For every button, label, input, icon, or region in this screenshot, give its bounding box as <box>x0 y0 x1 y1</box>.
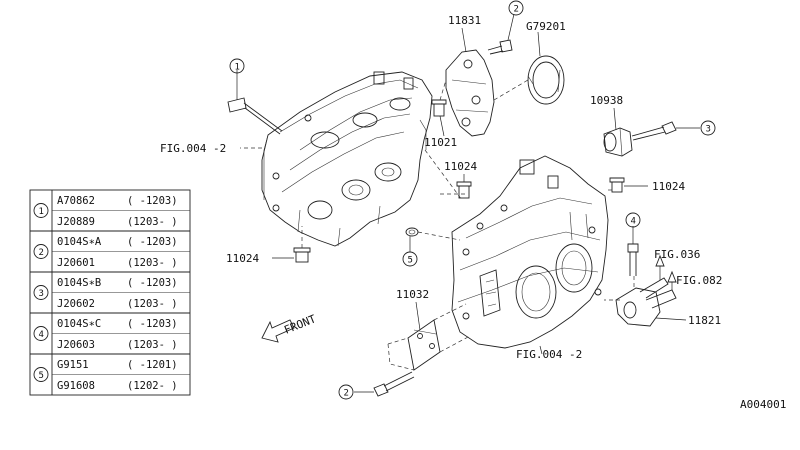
legend-callout-5 <box>33 367 49 382</box>
fitting-11821 <box>615 277 677 327</box>
crankcase-right-half <box>451 155 609 349</box>
plug-11024-right <box>609 177 625 193</box>
plug-11021 <box>431 99 447 117</box>
callout-1: 1 <box>229 58 245 74</box>
legend-a-range: ( -1203) <box>127 318 178 330</box>
label-fig036: FIG.036 <box>654 248 700 261</box>
oil-seal-G79201 <box>527 55 565 105</box>
svg-text:2: 2 <box>514 5 519 15</box>
legend-table: 1 A70862 ( -1203) J20889 (1203- ) 2 0104S∗A ( -… <box>29 189 191 396</box>
plate-11032 <box>407 319 441 371</box>
legend-b-range: (1203- ) <box>127 339 178 351</box>
legend-b-range: (1203- ) <box>127 216 178 228</box>
label-fig004-bottom: FIG.004 -2 <box>516 348 582 361</box>
gasket-5 <box>405 227 419 237</box>
legend-a-part: 0104S∗B <box>57 277 101 289</box>
legend-b-part: J20889 <box>57 216 95 228</box>
label-11021: 11021 <box>424 136 457 149</box>
bolt-1 <box>227 97 283 135</box>
front-arrow <box>261 319 295 343</box>
label-11024-mid: 11024 <box>444 160 477 173</box>
label-11024-right: 11024 <box>652 180 685 193</box>
legend-a-part: 0104S∗C <box>57 318 101 330</box>
bracket-11831 <box>445 49 495 137</box>
legend-a-range: ( -1203) <box>127 277 178 289</box>
svg-text:4: 4 <box>631 217 636 227</box>
callout-2-top: 2 <box>508 0 524 16</box>
label-diagram-id: A004001 <box>740 398 786 411</box>
label-10938: 10938 <box>590 94 623 107</box>
legend-callout-2 <box>33 244 49 259</box>
callout-2-bottom: 2 <box>338 384 354 400</box>
legend-b-range: (1203- ) <box>127 257 178 269</box>
legend-number: 5 <box>39 371 44 381</box>
crankcase-left-half <box>261 71 433 247</box>
callout-3: 3 <box>700 120 716 136</box>
legend-b-part: J20602 <box>57 298 95 310</box>
label-fig004-top: FIG.004 -2 <box>160 142 226 155</box>
legend-b-part: J20601 <box>57 257 95 269</box>
legend-a-range: ( -1203) <box>127 195 178 207</box>
plug-10938 <box>603 127 633 157</box>
legend-callout-4 <box>33 326 49 341</box>
svg-text:2: 2 <box>344 389 349 399</box>
bolt-3 <box>631 121 677 141</box>
label-11032: 11032 <box>396 288 429 301</box>
legend-a-part: 0104S∗A <box>57 236 102 248</box>
legend-number: 2 <box>39 248 44 258</box>
callout-4: 4 <box>625 212 641 228</box>
label-fig082: FIG.082 <box>676 274 722 287</box>
legend-a-range: ( -1201) <box>127 359 178 371</box>
legend-b-range: (1203- ) <box>127 298 178 310</box>
bolt-2-upper <box>487 39 513 55</box>
label-front: FRONT <box>282 312 318 337</box>
legend-a-range: ( -1203) <box>127 236 178 248</box>
label-11831: 11831 <box>448 14 481 27</box>
legend-number: 3 <box>39 289 44 299</box>
plug-11024-mid <box>456 181 472 199</box>
legend-a-part: G9151 <box>57 359 89 371</box>
label-G79201: G79201 <box>526 20 566 33</box>
svg-text:1: 1 <box>235 63 240 73</box>
label-11024-left: 11024 <box>226 252 259 265</box>
legend-b-range: (1202- ) <box>127 380 178 392</box>
svg-text:5: 5 <box>408 256 413 266</box>
legend-number: 4 <box>39 330 44 340</box>
legend-callout-3 <box>33 285 49 300</box>
bolt-4 <box>627 243 639 276</box>
legend-number: 1 <box>39 207 44 217</box>
legend-callout-1 <box>33 203 49 218</box>
svg-text:3: 3 <box>706 125 711 135</box>
callout-5: 5 <box>402 251 418 267</box>
legend-a-part: A70862 <box>57 195 95 207</box>
legend-b-part: G91608 <box>57 380 95 392</box>
legend-b-part: J20603 <box>57 339 95 351</box>
label-11821: 11821 <box>688 314 721 327</box>
bolt-2-lower <box>373 371 415 397</box>
plug-11024-left <box>293 247 311 263</box>
